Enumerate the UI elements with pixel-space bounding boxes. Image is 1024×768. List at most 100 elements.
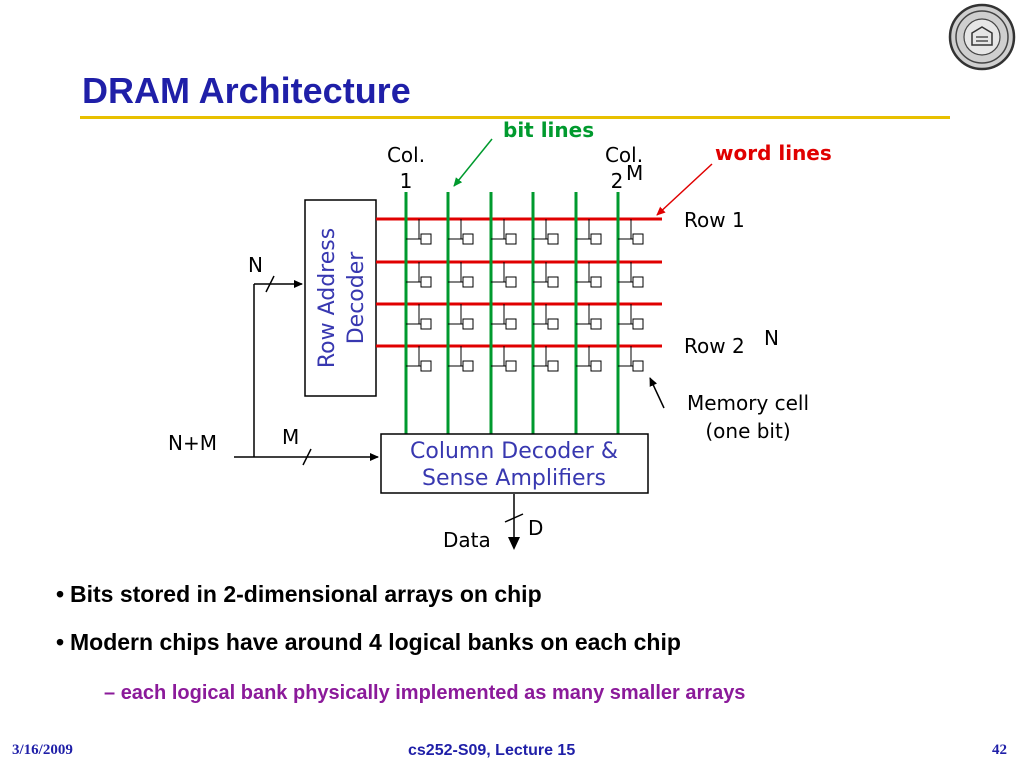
memory-cell [448,219,474,245]
bus-width-tick-n [265,275,275,293]
memory-cell [406,262,432,288]
bullet-item: •Bits stored in 2-dimensional arrays on … [56,580,976,628]
memory-cell-capacitor [547,276,559,288]
memory-cell-access-wire [533,304,548,325]
memory-cell [491,304,517,330]
memory-cell [576,262,602,288]
memory-cell-capacitor [420,318,432,330]
memory-cell-capacitor [632,360,644,372]
memory-cell-capacitor [590,360,602,372]
n-label: N [248,253,263,277]
m-label: M [282,425,299,449]
bullet-list: •Bits stored in 2-dimensional arrays on … [56,580,976,676]
memory-cell-access-wire [618,262,633,283]
bit-lines-label: bit lines [503,118,594,142]
memory-cell-capacitor [420,276,432,288]
memory-cell-capacitor [547,233,559,245]
memory-cell-access-wire [533,262,548,283]
memory-cell-access-wire [576,219,591,240]
bus-width-tick-d [504,513,524,523]
bullet-item: •Modern chips have around 4 logical bank… [56,628,976,676]
memory-cell [533,304,559,330]
data-arrow-down [508,537,520,550]
memory-cell-access-wire [448,219,463,240]
memory-cell [491,219,517,245]
memory-cell-capacitor [462,233,474,245]
memory-cell-access-wire [406,304,421,325]
memory-cell-access-wire [448,304,463,325]
d-label: D [528,516,543,540]
memory-cell-capacitor [632,318,644,330]
memory-cell-access-wire [448,346,463,367]
row-address-decoder-box [304,199,377,397]
memory-cell-access-wire [533,219,548,240]
memory-cell [618,262,644,288]
sub-bullet-dash: – [104,682,116,704]
footer-date: 3/16/2009 [12,742,73,758]
memory-cell-access-wire [448,262,463,283]
n-plus-m-label: N+M [168,431,217,455]
memory-cell [448,304,474,330]
row-decoder-label-line2: Decoder [344,251,369,345]
memory-cell-arrow [649,377,665,409]
column-decoder-box [380,433,649,494]
memory-cell-access-wire [491,304,506,325]
row-last-superscript: N [764,326,779,350]
memory-cell-access-wire [491,219,506,240]
bus-width-tick-m [302,448,312,466]
memory-cell [491,262,517,288]
memory-cell-capacitor [420,360,432,372]
memory-cell [576,346,602,372]
memory-cell [576,304,602,330]
title-underline [80,116,950,119]
memory-cell-capacitor [462,318,474,330]
memory-cell-grid [406,219,644,372]
memory-cell [448,262,474,288]
memory-cell-capacitor [420,233,432,245]
bullet-text: Modern chips have around 4 logical banks… [70,629,681,655]
memory-cell-access-wire [533,346,548,367]
bullet-text: Bits stored in 2-dimensional arrays on c… [70,581,542,607]
memory-cell-access-wire [576,262,591,283]
memory-cell [618,304,644,330]
memory-cell [406,219,432,245]
memory-cell-capacitor [462,276,474,288]
memory-cell-capacitor [462,360,474,372]
bullet-dot: • [56,629,65,655]
col-first-number: 1 [400,169,413,193]
memory-cell-capacitor [632,233,644,245]
memory-cell [533,346,559,372]
memory-cell-access-wire [491,346,506,367]
memory-cell [448,346,474,372]
memory-cell-label-line1: Memory cell [687,391,809,415]
data-label: Data [443,528,491,552]
university-seal-icon [948,3,1016,71]
memory-cell [618,346,644,372]
memory-cell-access-wire [406,262,421,283]
sub-bullet: – each logical bank physically implement… [104,682,745,705]
memory-cell-capacitor [632,276,644,288]
memory-cell [618,219,644,245]
memory-cell-access-wire [618,219,633,240]
row-last-label: Row 2 [684,334,745,358]
memory-cell [406,304,432,330]
memory-cell-label-line2: (one bit) [705,419,790,443]
memory-cell [406,346,432,372]
col-last-superscript: M [626,161,643,185]
memory-cell [491,346,517,372]
memory-cell [533,262,559,288]
memory-cell-access-wire [491,262,506,283]
footer-course: cs252-S09, Lecture 15 [408,742,576,759]
slide-title: DRAM Architecture [82,70,411,111]
memory-cell-access-wire [618,304,633,325]
memory-cell-capacitor [505,318,517,330]
memory-cell-capacitor [590,318,602,330]
footer-page-number: 42 [992,742,1007,758]
word-lines [376,217,662,348]
col-last-label: Col. [605,143,643,167]
memory-cell-capacitor [547,360,559,372]
sub-bullet-text: each logical bank physically implemented… [120,682,746,704]
memory-cell-access-wire [406,346,421,367]
row-first-label: Row 1 [684,208,745,232]
memory-cell-access-wire [576,346,591,367]
